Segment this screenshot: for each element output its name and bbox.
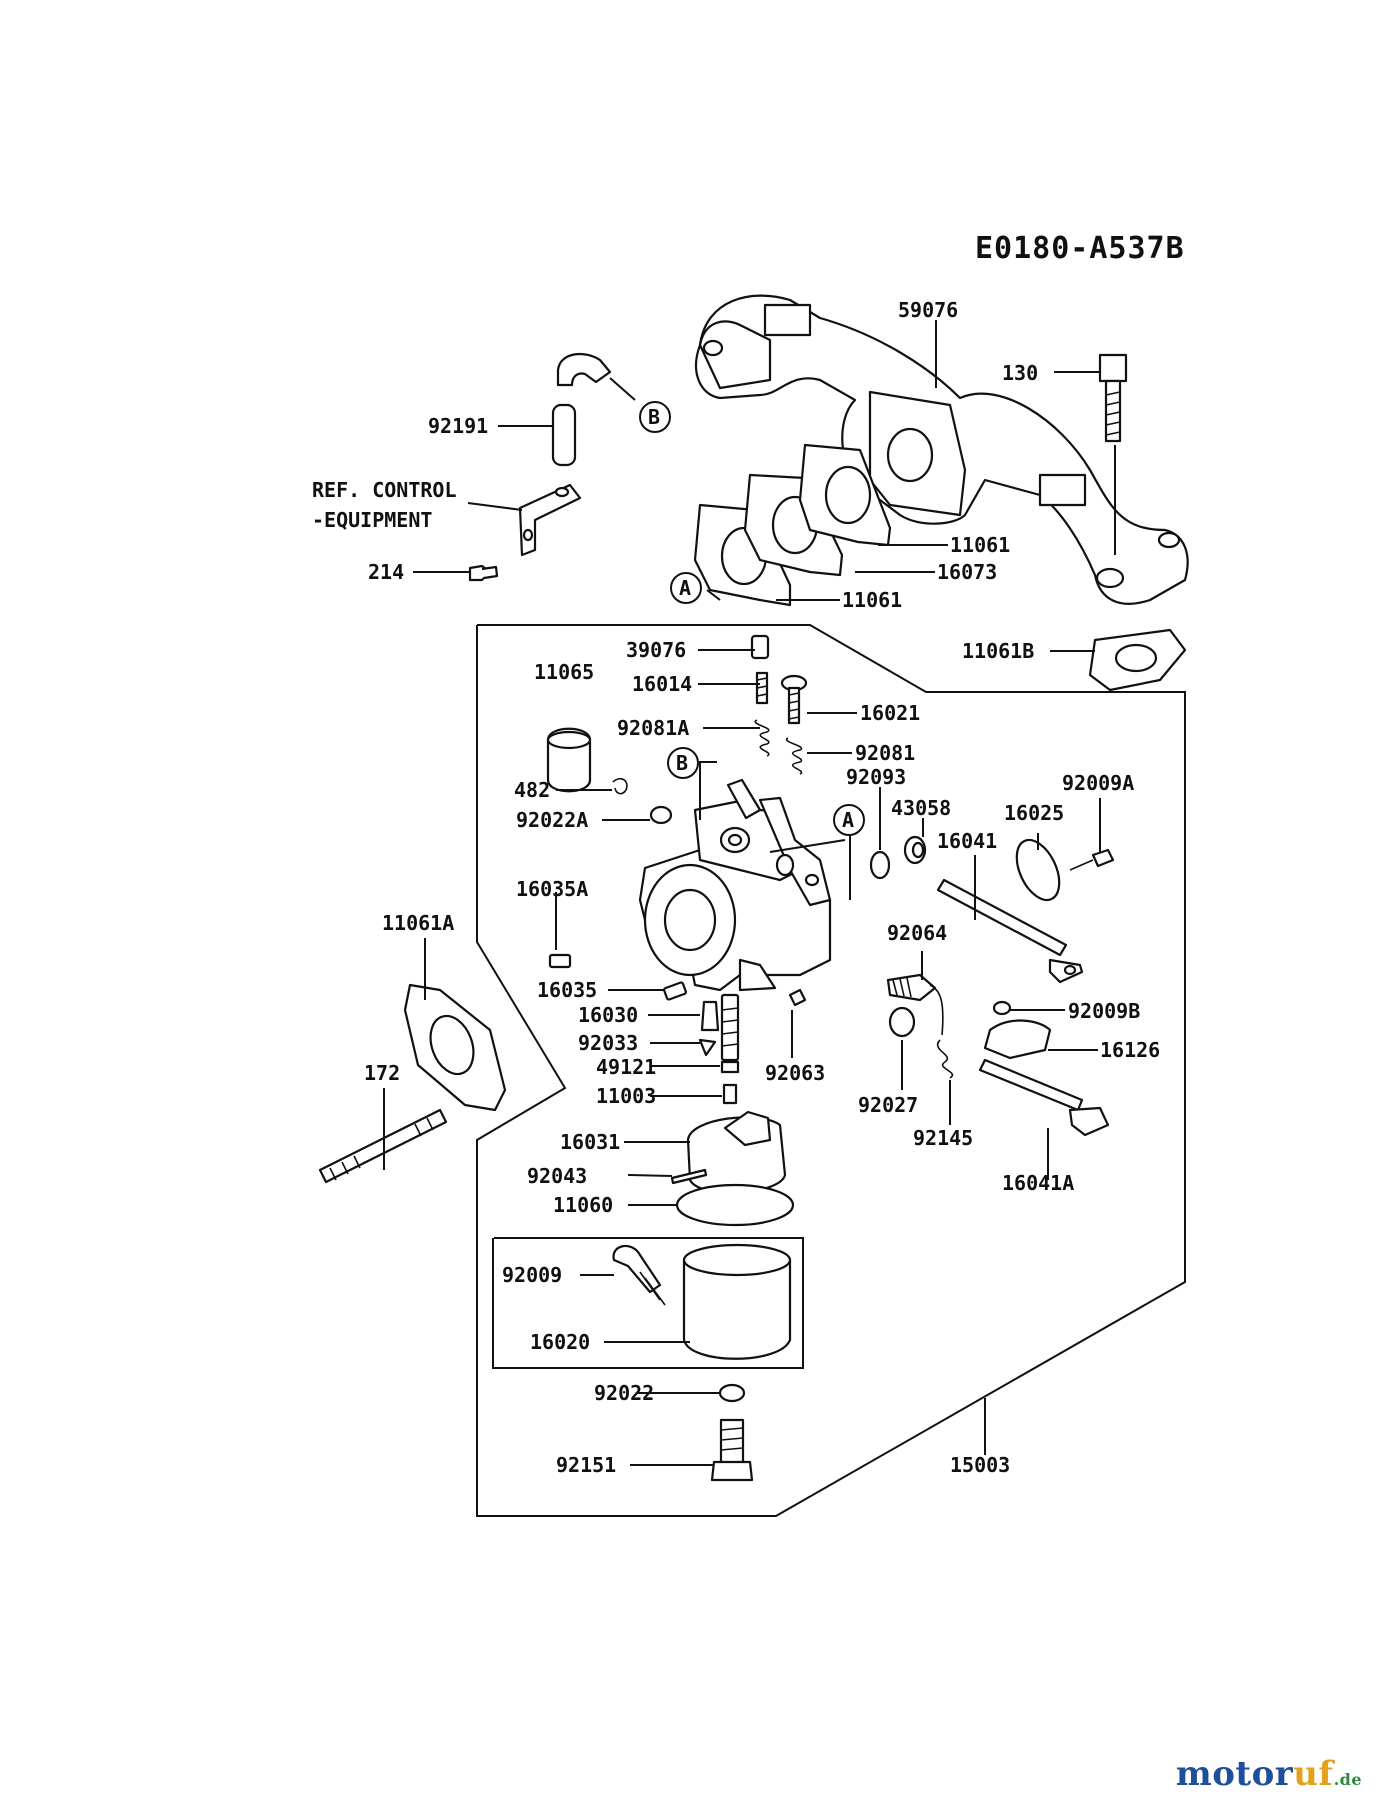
part-label: 16035A [516, 877, 588, 901]
part-label: 92063 [765, 1061, 825, 1085]
callout-a-lower: A [833, 804, 865, 836]
bolt-92151-drawing [710, 1418, 754, 1482]
plate-16025-drawing [1015, 838, 1061, 902]
diagram-code: E0180-A537B [975, 231, 1185, 266]
part-label: 11060 [553, 1193, 613, 1217]
part-label: 92027 [858, 1093, 918, 1117]
part-label: 11061 [842, 588, 902, 612]
part-label: 92022A [516, 808, 588, 832]
screw-92064-drawing [886, 973, 937, 1002]
part-label: 16021 [860, 701, 920, 725]
part-label: 92145 [913, 1126, 973, 1150]
part-label: 16073 [937, 560, 997, 584]
part-label: 92009B [1068, 999, 1140, 1023]
needle-valve-drawing [698, 988, 807, 1105]
intake-manifold-drawing [695, 294, 1189, 605]
washer-92022-drawing [718, 1383, 746, 1403]
part-label: 11065 [534, 660, 594, 684]
bracket-drawing [468, 483, 582, 582]
part-label: 16041 [937, 829, 997, 853]
washer-92022A-drawing [649, 805, 673, 825]
assembly-outline [476, 624, 1186, 1517]
gasket-11061B-drawing [1088, 628, 1187, 692]
part-label: 39076 [626, 638, 686, 662]
svg-text:B: B [676, 751, 688, 775]
part-label: 92022 [594, 1381, 654, 1405]
svg-text:A: A [679, 576, 691, 600]
part-label: 16025 [1004, 801, 1064, 825]
leader-lines [383, 320, 1116, 1466]
float-16031-drawing [686, 1110, 787, 1194]
cap-11065-drawing [546, 727, 592, 793]
part-label: 92081 [855, 741, 915, 765]
jets-16035-drawing [548, 953, 687, 1001]
bowl-group-box [492, 1237, 804, 1369]
spring-92145-drawing [888, 984, 954, 1079]
lever-16126-drawing [983, 1000, 1052, 1060]
part-label: 59076 [898, 298, 958, 322]
part-label: 11061B [962, 639, 1034, 663]
watermark-part-3: .de [1333, 1770, 1362, 1789]
part-label: 214 [368, 560, 404, 584]
bolt-92009-drawing [612, 1244, 666, 1306]
watermark-part-1: motor [1175, 1754, 1294, 1794]
o-ring-92093-drawing [869, 850, 891, 880]
fuel-hose-drawing [551, 352, 612, 467]
callout-b-upper: B [639, 401, 671, 433]
part-label: 15003 [950, 1453, 1010, 1477]
part-label: 92151 [556, 1453, 616, 1477]
part-label: 172 [364, 1061, 400, 1085]
part-label: 92191 [428, 414, 488, 438]
part-label: 92081A [617, 716, 689, 740]
part-label: 16031 [560, 1130, 620, 1154]
screw-92009A-drawing [1069, 848, 1115, 871]
part-label: 16020 [530, 1330, 590, 1354]
pilot-screw-stack-drawing [750, 634, 770, 757]
part-label: 16126 [1100, 1038, 1160, 1062]
part-label: 92043 [527, 1164, 587, 1188]
bolt-130-drawing [1098, 353, 1128, 443]
gasket-stack-drawing [693, 443, 892, 607]
ref-note-line-1: REF. CONTROL [312, 478, 457, 502]
watermark-part-2: uf [1293, 1754, 1334, 1794]
svg-text:A: A [842, 808, 854, 832]
gasket-11060-drawing [675, 1183, 795, 1227]
part-label: 11061A [382, 911, 454, 935]
float-bowl-16020-drawing [682, 1243, 792, 1360]
part-label: 92009A [1062, 771, 1134, 795]
seal-43058-drawing [903, 835, 927, 865]
gasket-11061A-drawing [403, 983, 507, 1112]
site-watermark: motoruf.de [1176, 1754, 1362, 1794]
part-label: 43058 [891, 796, 951, 820]
part-label: 16030 [578, 1003, 638, 1027]
part-label: 16014 [632, 672, 692, 696]
part-label: 92064 [887, 921, 947, 945]
shaft-16041A-drawing [978, 1058, 1110, 1137]
part-label: 92033 [578, 1031, 638, 1055]
part-label: 92093 [846, 765, 906, 789]
part-label: 11003 [596, 1084, 656, 1108]
part-label: 11061 [950, 533, 1010, 557]
part-labels: 59076 130 92191 214 11061 16073 11061 11… [364, 298, 1160, 1477]
throttle-stop-screw-drawing [780, 674, 808, 775]
ref-note-line-2: -EQUIPMENT [312, 508, 432, 532]
shaft-16041-drawing [936, 878, 1084, 984]
clip-482-drawing [612, 778, 628, 795]
part-label: 130 [1002, 361, 1038, 385]
svg-text:B: B [648, 405, 660, 429]
callout-a-upper: A [670, 572, 702, 604]
part-label: 16035 [537, 978, 597, 1002]
part-label: 482 [514, 778, 550, 802]
fuel-inlet-nozzle-drawing [726, 778, 762, 820]
callout-b-lower: B [667, 747, 699, 779]
part-label: 16041A [1002, 1171, 1074, 1195]
part-label: 49121 [596, 1055, 656, 1079]
pin-92043-drawing [670, 1168, 708, 1185]
part-label: 92009 [502, 1263, 562, 1287]
carburetor-body-drawing [638, 796, 832, 992]
